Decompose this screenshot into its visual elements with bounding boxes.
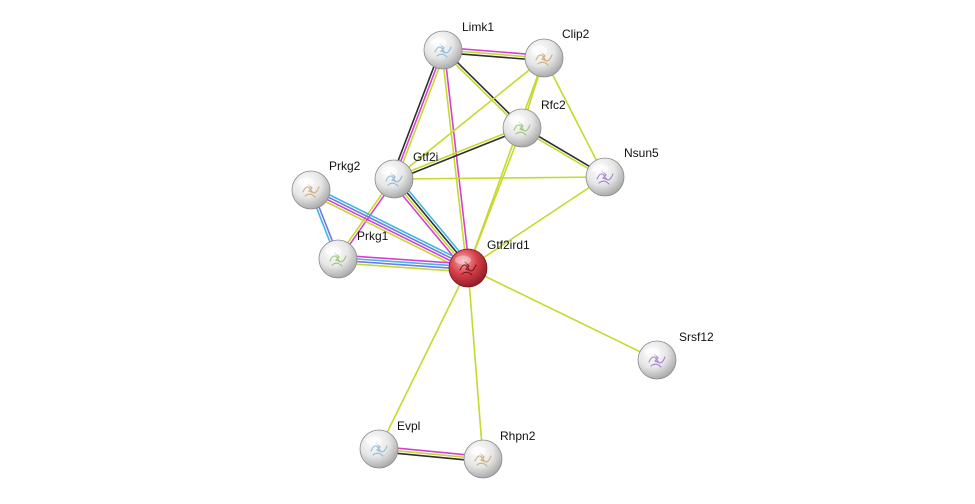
evidence-line-experiments <box>309 190 469 270</box>
protein-structure-icon <box>302 183 320 198</box>
node-highlight <box>298 177 314 187</box>
evidence-line-databases <box>311 185 471 266</box>
evidence-line-experiments <box>393 49 444 180</box>
evidence-line-experiments <box>337 254 470 265</box>
evidence-line-textmining <box>543 57 606 178</box>
node-label: Nsun5 <box>624 146 659 160</box>
evidence-line-databases <box>337 256 469 268</box>
protein-structure-icon <box>648 353 666 368</box>
edge-limk1-gtf2i[interactable] <box>390 48 447 181</box>
edge-gtf2ird1-srsf12[interactable] <box>467 267 658 361</box>
node-label: Srsf12 <box>679 330 714 344</box>
edge-gtf2ird1-evpl[interactable] <box>378 267 469 450</box>
evidence-line-textmining <box>395 50 447 181</box>
protein-structure-icon <box>329 252 347 267</box>
evidence-line-databases <box>396 175 472 267</box>
edge-rfc2-gtf2i[interactable] <box>392 125 524 182</box>
node-rhpn2[interactable]: Rhpn2 <box>463 429 536 479</box>
evidence-line-textmining <box>393 176 606 180</box>
protein-structure-icon <box>434 43 452 58</box>
edge-clip2-gtf2i[interactable] <box>393 57 545 180</box>
protein-structure-icon <box>596 170 614 185</box>
node-label: Evpl <box>397 419 420 433</box>
evidence-line-textmining <box>336 262 469 273</box>
edge-prkg2-gtf2ird1[interactable] <box>308 185 471 273</box>
node-rfc2[interactable]: Rfc2 <box>502 98 566 148</box>
evidence-line-textmining <box>378 267 469 450</box>
edge-gtf2i-nsun5[interactable] <box>393 176 606 180</box>
edge-gtf2ird1-rhpn2[interactable] <box>467 267 484 460</box>
protein-structure-icon <box>459 261 477 276</box>
node-highlight <box>366 436 382 446</box>
evidence-line-coexpression <box>390 48 442 179</box>
node-label: Limk1 <box>462 20 494 34</box>
node-nsun5[interactable]: Nsun5 <box>585 146 659 197</box>
edge-prkg1-gtf2ird1[interactable] <box>336 254 470 273</box>
node-prkg2[interactable]: Prkg2 <box>291 159 361 210</box>
node-gtf2i[interactable]: Gtf2i <box>374 150 438 199</box>
node-highlight <box>592 164 608 174</box>
evidence-line-textmining <box>467 267 658 361</box>
evidence-line-experiments <box>443 49 471 269</box>
node-clip2[interactable]: Clip2 <box>524 27 590 78</box>
node-highlight <box>531 45 547 55</box>
evidence-line-homology <box>310 188 470 268</box>
evidence-line-textmining <box>467 127 523 269</box>
node-highlight <box>509 115 525 125</box>
node-srsf12[interactable]: Srsf12 <box>637 330 714 380</box>
edge-rfc2-gtf2ird1[interactable] <box>467 127 523 269</box>
node-highlight <box>455 255 471 265</box>
node-evpl[interactable]: Evpl <box>359 419 420 469</box>
node-highlight <box>381 166 397 176</box>
protein-structure-icon <box>513 121 531 136</box>
node-highlight <box>644 347 660 357</box>
edge-clip2-nsun5[interactable] <box>543 57 606 178</box>
node-prkg1[interactable]: Prkg1 <box>318 229 389 279</box>
evidence-line-textmining <box>308 192 468 273</box>
edge-limk1-gtf2ird1[interactable] <box>440 49 471 269</box>
evidence-line-textmining <box>440 49 468 269</box>
node-label: Gtf2i <box>413 150 438 164</box>
evidence-line-textmining <box>393 57 545 180</box>
evidence-line-textmining <box>392 125 523 179</box>
evidence-line-coexpression <box>393 128 524 182</box>
node-gtf2ird1[interactable]: Gtf2ird1 <box>448 238 530 288</box>
node-label: Rhpn2 <box>500 429 536 443</box>
edge-nsun5-gtf2ird1[interactable] <box>467 176 606 269</box>
node-highlight <box>325 246 341 256</box>
edges-layer <box>308 46 658 463</box>
node-highlight <box>430 37 446 47</box>
protein-structure-icon <box>474 452 492 467</box>
node-label: Prkg2 <box>329 159 361 173</box>
node-label: Gtf2ird1 <box>487 238 530 252</box>
evidence-line-homology <box>337 259 469 271</box>
node-highlight <box>470 446 486 456</box>
protein-structure-icon <box>535 51 553 66</box>
node-label: Prkg1 <box>357 229 389 243</box>
node-label: Clip2 <box>562 27 590 41</box>
node-limk1[interactable]: Limk1 <box>423 20 494 70</box>
protein-structure-icon <box>385 172 403 187</box>
evidence-line-textmining <box>467 176 606 269</box>
protein-structure-icon <box>370 442 388 457</box>
evidence-line-textmining <box>467 267 484 460</box>
node-label: Rfc2 <box>541 98 566 112</box>
